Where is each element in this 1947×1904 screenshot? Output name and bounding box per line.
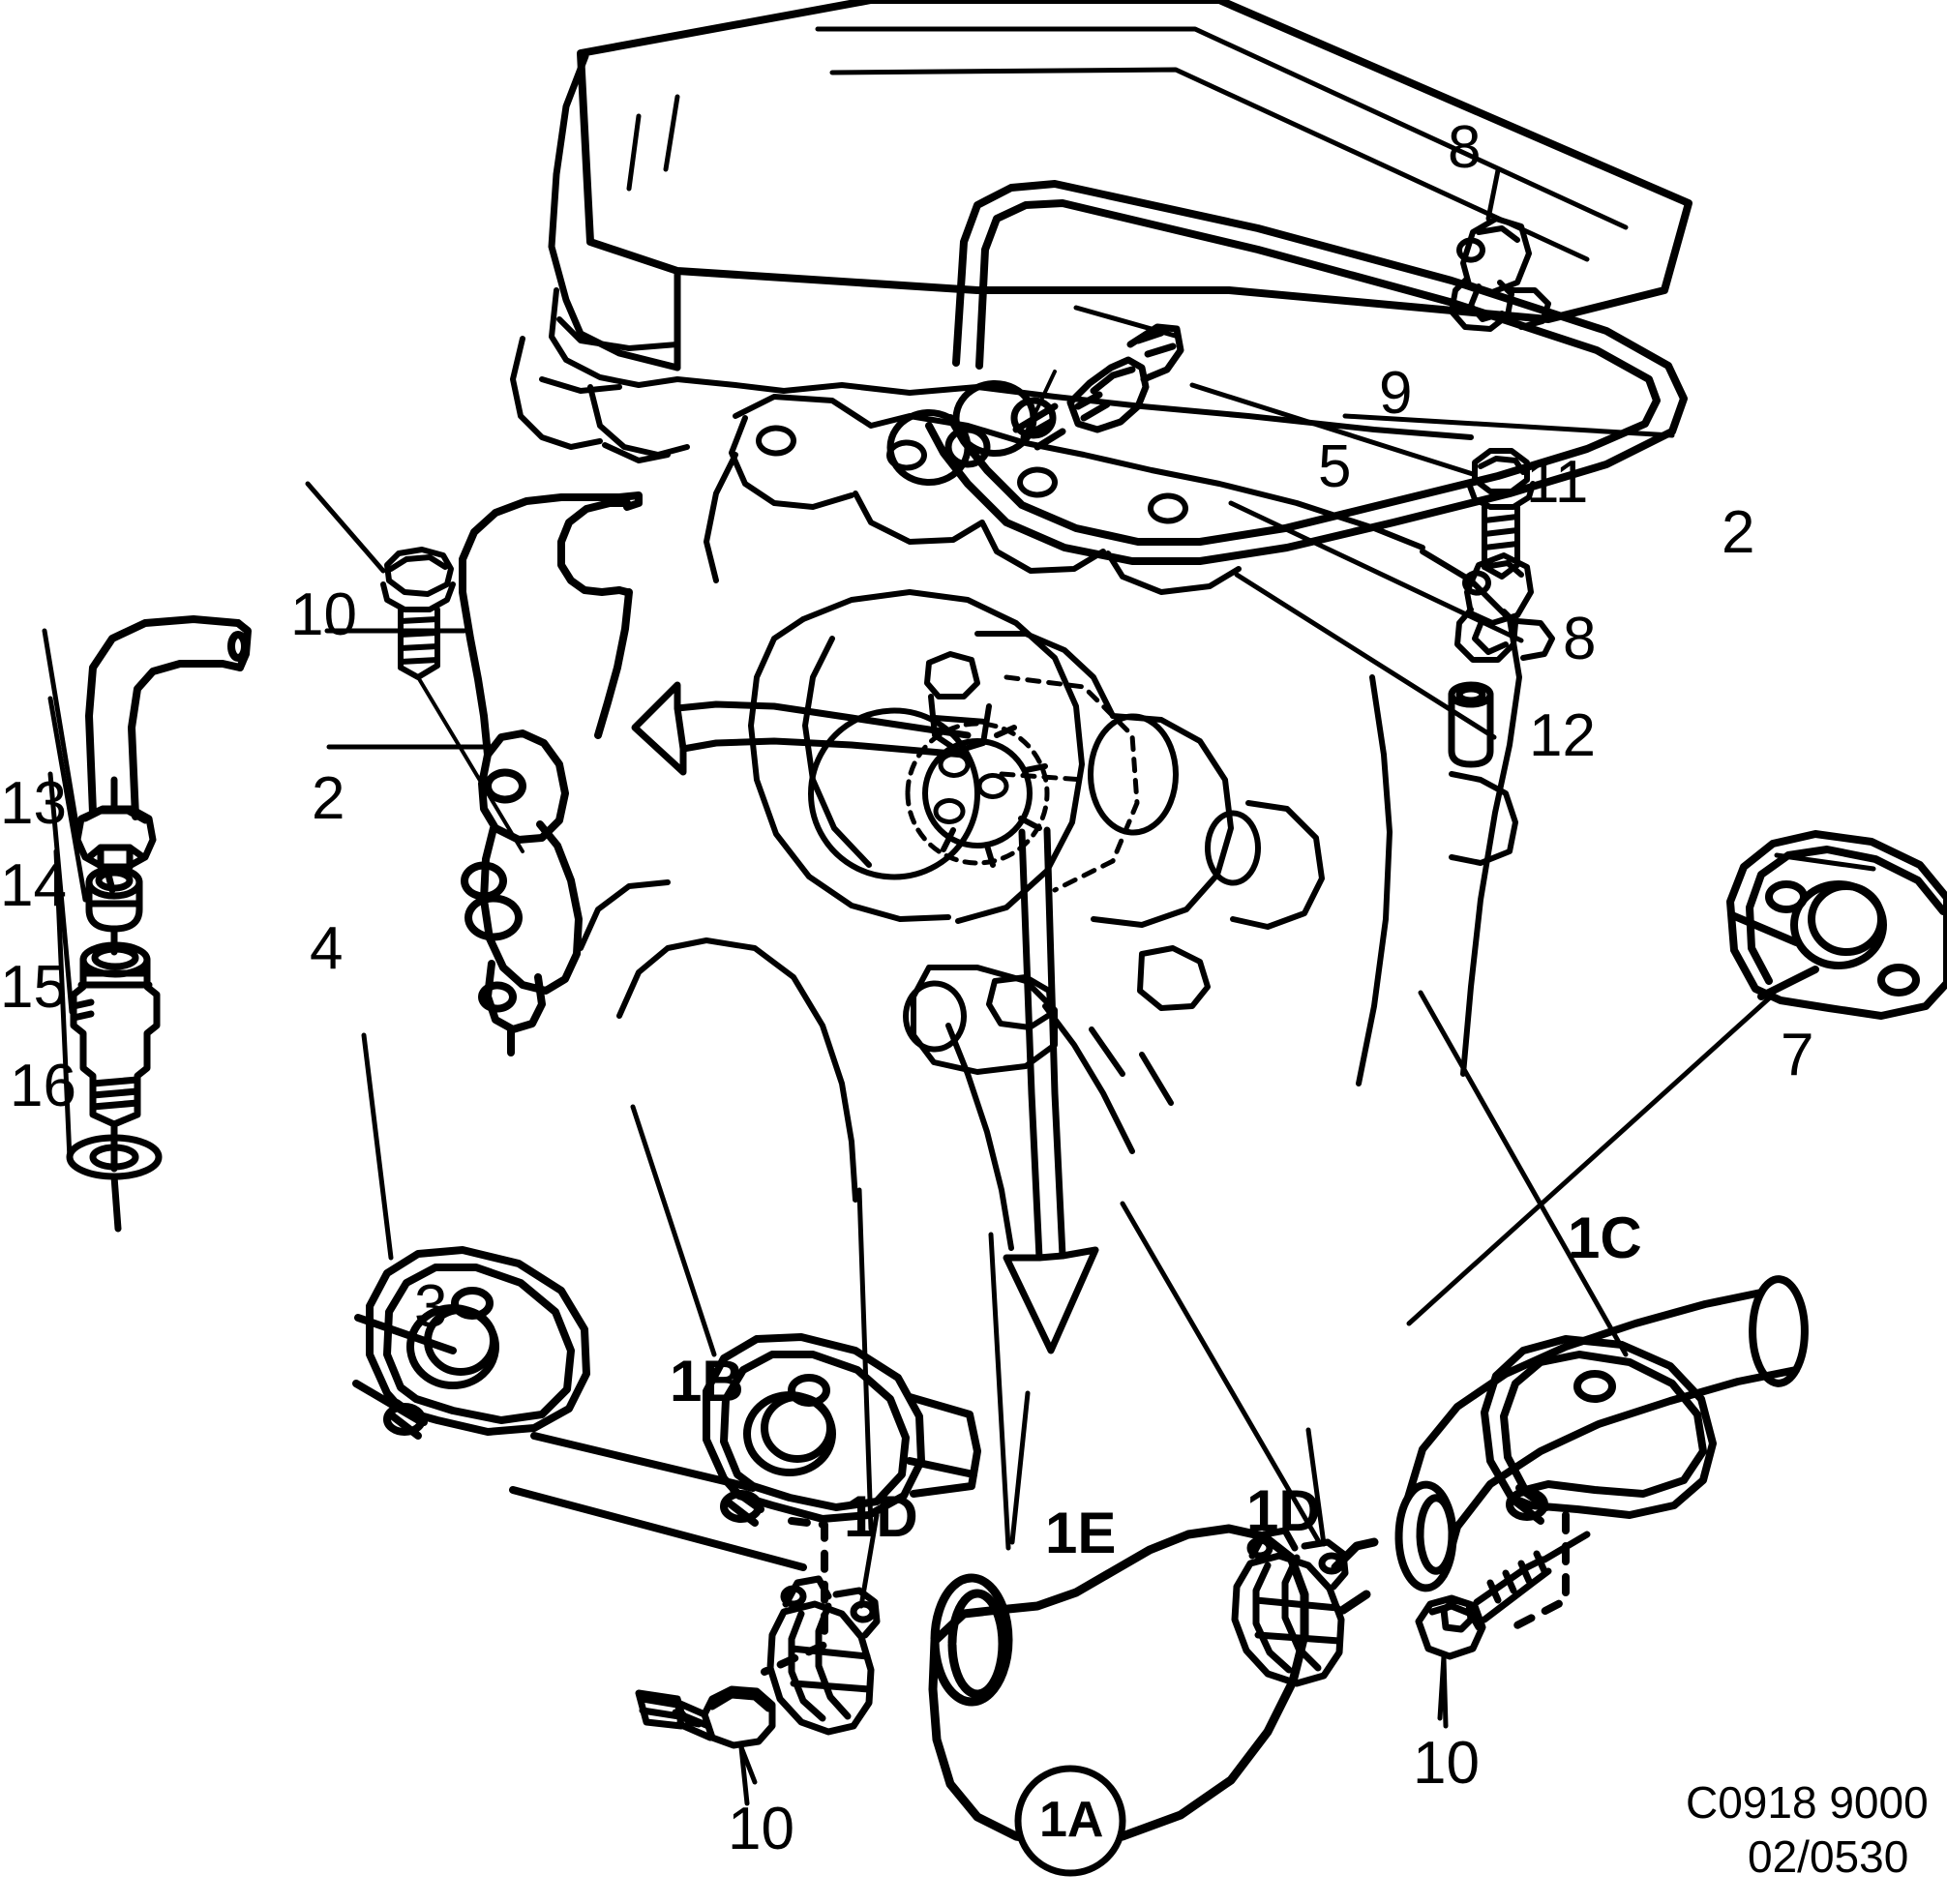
- return-hose-13: [85, 615, 252, 820]
- callout-9: 9: [1379, 360, 1413, 427]
- footer-reference-code: C0918 9000: [1686, 1777, 1929, 1828]
- callout-4: 4: [310, 915, 344, 982]
- callout-10-bottom-center: 10: [728, 1796, 794, 1862]
- flow-arrow-down: [1003, 826, 1099, 1354]
- callout-1D-right: 1D: [1246, 1478, 1321, 1543]
- flow-arrow-left: [631, 681, 972, 776]
- group-marker-1A-circle: [1014, 1765, 1126, 1877]
- hose-clamp-1D-left: [766, 1512, 881, 1736]
- callout-12: 12: [1529, 702, 1596, 769]
- callout-15: 15: [0, 954, 67, 1021]
- callout-1A-group: 1A: [1039, 1792, 1104, 1848]
- callout-1B: 1B: [670, 1349, 744, 1413]
- hex-flange-bolt-11: [1466, 448, 1536, 580]
- hex-flange-bolt-10-bottom-right: [1415, 1531, 1591, 1729]
- callout-1E: 1E: [1045, 1501, 1117, 1565]
- engine-cover-ribs: [626, 26, 1629, 262]
- callout-11: 11: [1526, 449, 1589, 516]
- callout-7: 7: [1781, 1022, 1814, 1088]
- valve-cover: [510, 287, 1474, 463]
- flange-gasket-3: [352, 1246, 590, 1440]
- turbocharger: [748, 589, 1325, 1075]
- callout-8-top: 8: [1448, 114, 1482, 181]
- engine-block-lower: [578, 879, 1174, 1251]
- sealing-washer-5: [952, 380, 1059, 457]
- oil-delivery-pipe: [925, 180, 1688, 565]
- sealing-washer-16: [66, 1134, 163, 1233]
- flange-1B: [703, 1333, 981, 1527]
- banjo-bolt-9: [1020, 323, 1184, 451]
- callout-13: 13: [0, 770, 67, 837]
- oil-return-flange-4: [461, 729, 583, 1056]
- pipe-clamp-upper: [1449, 216, 1551, 332]
- leader-lines: [42, 167, 1876, 1785]
- callout-8-lower: 8: [1563, 606, 1597, 672]
- engine-cover: [548, 0, 1692, 372]
- rubber-sleeve-12: [1448, 681, 1494, 768]
- callout-14: 14: [0, 852, 67, 919]
- callout-1C: 1C: [1568, 1205, 1642, 1270]
- footer-revision-date: 02/0530: [1748, 1831, 1909, 1882]
- pipe-clamp-lower: [1454, 552, 1555, 663]
- callout-2-right: 2: [1722, 499, 1755, 566]
- hose-clamp-1D-right: [1231, 1427, 1349, 1687]
- callout-16: 16: [10, 1053, 76, 1119]
- outlet-pipe-1C: [1394, 1275, 1809, 1592]
- callout-2-left: 2: [312, 765, 345, 832]
- callout-3: 3: [414, 1273, 448, 1340]
- callout-1D-left: 1D: [844, 1484, 918, 1549]
- hex-flange-bolt-10-left: [380, 547, 524, 853]
- callout-10-left: 10: [290, 581, 357, 648]
- callout-5: 5: [1318, 433, 1352, 500]
- oil-return-pipe-left: [459, 491, 643, 759]
- flange-1C: [1481, 1335, 1717, 1525]
- callout-10-bottom-right: 10: [1413, 1730, 1480, 1797]
- hex-flange-bolt-10-bottom-center: [635, 1685, 776, 1806]
- inlet-pipe-1B: [509, 1432, 807, 1571]
